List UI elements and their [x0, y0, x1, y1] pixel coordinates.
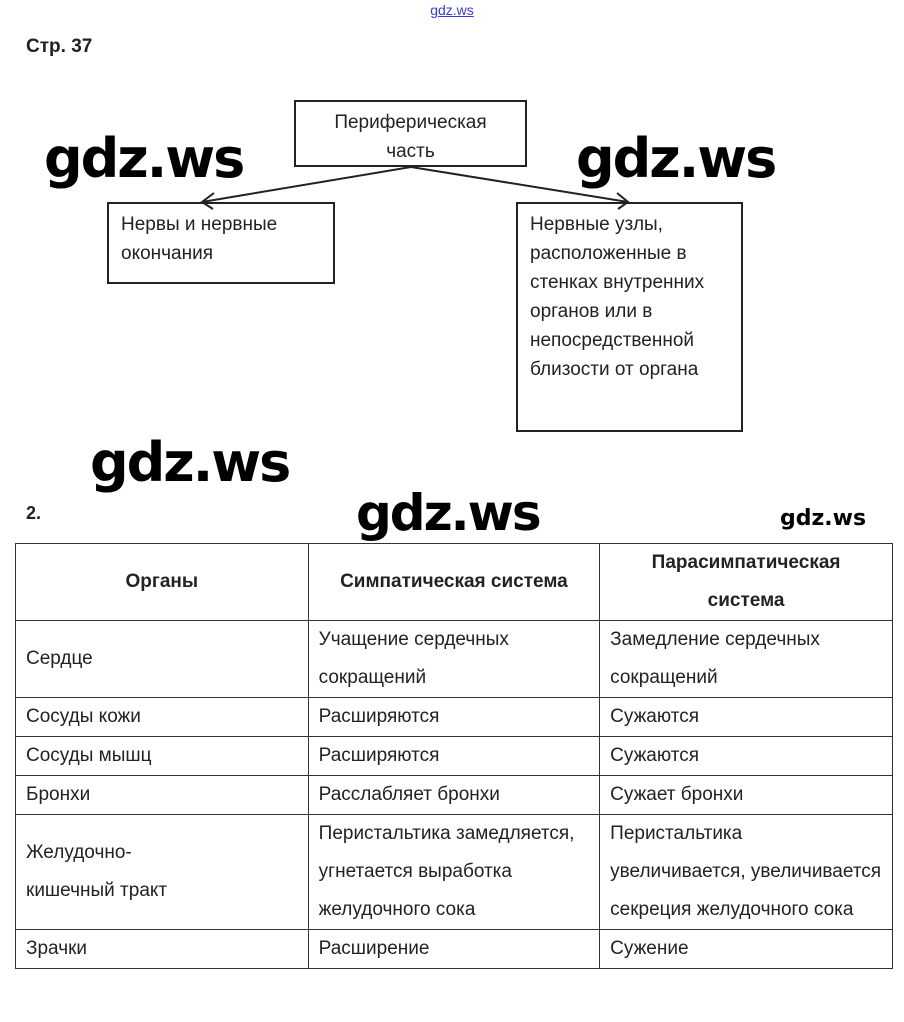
watermark: gdz.ws: [780, 506, 867, 531]
cell: Расширяются: [307, 697, 601, 737]
table-row: Сердце Учащение сердечных сокращений Зам…: [15, 620, 893, 698]
table-row: Зрачки Расширение Сужение: [15, 929, 893, 969]
cell: Замедление сердечных сокращений: [599, 620, 893, 698]
cell: Сердце: [15, 620, 309, 698]
table-row: Сосуды мышц Расширяются Сужаются: [15, 736, 893, 776]
watermark: gdz.ws: [576, 127, 777, 190]
cell: Сужаются: [599, 697, 893, 737]
cell: Сосуды мышц: [15, 736, 309, 776]
task-number: 2.: [26, 503, 42, 523]
page-label: Стр. 37: [26, 36, 93, 57]
cell: Сосуды кожи: [15, 697, 309, 737]
header-parasympathetic: Парасимпатическая система: [599, 543, 893, 621]
cell: Перистальтика увеличивается, увеличивает…: [599, 814, 893, 930]
cell: Перистальтика замедляется, угнетается вы…: [307, 814, 601, 930]
watermark: gdz.ws: [90, 431, 291, 494]
cell: Учащение сердечных сокращений: [307, 620, 601, 698]
table-header-row: Органы Симпатическая система Парасимпати…: [15, 543, 893, 621]
cell: Сужение: [599, 929, 893, 969]
table-row: Сосуды кожи Расширяются Сужаются: [15, 697, 893, 737]
site-link[interactable]: gdz.ws: [430, 2, 474, 18]
arrow-left: [201, 166, 412, 203]
arrow-right: [410, 166, 629, 203]
cell: Расслабляет бронхи: [307, 775, 601, 815]
cell: Сужаются: [599, 736, 893, 776]
table-row: Бронхи Расслабляет бронхи Сужает бронхи: [15, 775, 893, 815]
header-organs: Органы: [15, 543, 309, 621]
cell: Расширяются: [307, 736, 601, 776]
table-row: Желудочно-кишечный тракт Перистальтика з…: [15, 814, 893, 930]
watermark: gdz.ws: [44, 127, 245, 190]
header-sympathetic: Симпатическая система: [307, 543, 601, 621]
nervous-system-table: Органы Симпатическая система Парасимпати…: [15, 543, 893, 969]
diagram-left-box: Нервы и нервные окончания: [107, 202, 335, 284]
cell: Расширение: [307, 929, 601, 969]
cell: Зрачки: [15, 929, 309, 969]
diagram-root-box: Периферическая часть: [294, 100, 527, 167]
diagram-right-box: Нервные узлы, расположенные в стенках вн…: [516, 202, 743, 432]
diagram-arrows: [200, 166, 630, 210]
cell: Желудочно-кишечный тракт: [15, 814, 309, 930]
cell: Сужает бронхи: [599, 775, 893, 815]
cell: Бронхи: [15, 775, 309, 815]
watermark: gdz.ws: [356, 484, 542, 542]
